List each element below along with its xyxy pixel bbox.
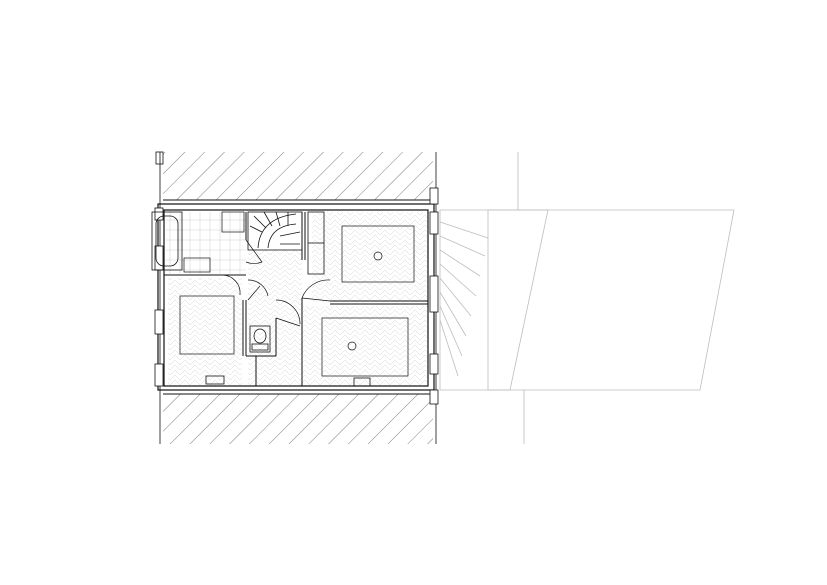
- bed-front: [321, 317, 409, 377]
- toilet: [249, 325, 271, 353]
- wardrobe: [307, 211, 325, 275]
- bedroom-left-floor: [168, 278, 242, 386]
- party-wall-top: [163, 152, 433, 201]
- chimney-stub: [155, 151, 164, 165]
- wall-openings: [154, 187, 439, 405]
- bed-rear: [341, 225, 415, 283]
- bathroom-floor: [166, 212, 246, 274]
- bathroom-counter: [183, 257, 211, 273]
- roof-outline-right: [439, 152, 735, 444]
- hall-floor: [248, 250, 302, 386]
- door-swings: [221, 239, 331, 327]
- bed-left: [179, 295, 235, 355]
- bedroom-front-floor: [296, 306, 428, 386]
- bedroom-rear-floor: [312, 212, 428, 302]
- bathtub: [151, 211, 183, 271]
- bathroom-cabinet: [221, 211, 245, 233]
- radiators: [205, 375, 371, 387]
- party-wall-bottom: [163, 393, 433, 444]
- staircase: [247, 211, 303, 251]
- interior-walls: [164, 212, 428, 386]
